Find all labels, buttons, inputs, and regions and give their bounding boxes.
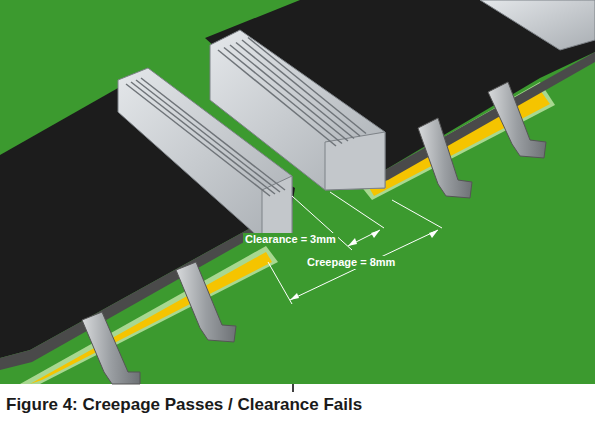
tick-mark [292, 384, 294, 392]
ic-lead [82, 312, 140, 384]
fin-groove [230, 45, 348, 141]
heatsink-end [325, 132, 385, 190]
heatsink-fins [210, 30, 385, 190]
ic-lead [488, 82, 546, 158]
dimension-lines [268, 192, 442, 304]
fin-groove [242, 40, 360, 136]
dimension-label: Clearance = 3mm [243, 233, 338, 246]
ic-lead [176, 262, 236, 342]
fin-groove [224, 48, 342, 144]
fin-groove [218, 50, 336, 146]
heatsink-end [262, 176, 292, 240]
fin-groove [236, 43, 354, 139]
ic-body-edge [0, 205, 292, 370]
heatsink-fins [480, 0, 595, 50]
ic-body-edge [360, 52, 595, 189]
ic-lead [418, 118, 472, 198]
dimension-label: Creepage = 8mm [305, 256, 397, 269]
pcb-board [0, 0, 595, 384]
figure-caption: Figure 4: Creepage Passes / Clearance Fa… [6, 395, 362, 415]
fin-groove [248, 38, 366, 134]
